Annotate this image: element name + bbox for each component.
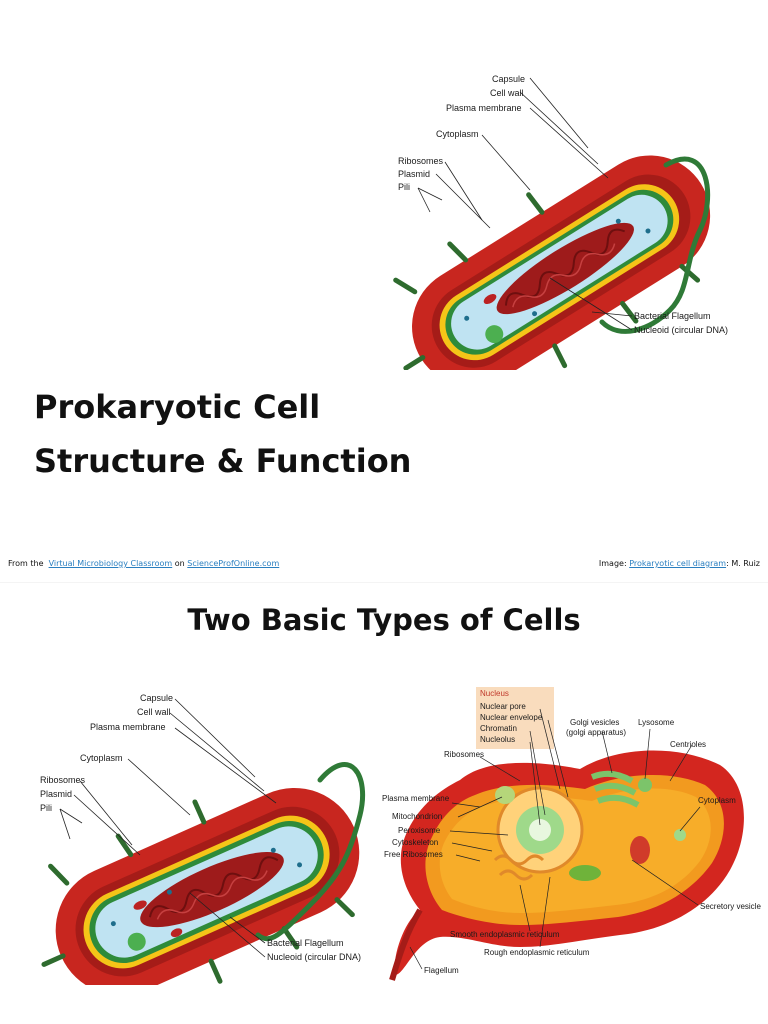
label-flagellum: Flagellum bbox=[424, 966, 459, 975]
credits-right: Image: Prokaryotic cell diagram: M. Ruiz bbox=[599, 559, 760, 568]
label-plasma-membrane: Plasma membrane bbox=[382, 794, 450, 803]
eukaryotic-cell-diagram: Nucleus Nuclear pore Nuclear envelope Ch… bbox=[380, 685, 768, 985]
label-cytoskeleton: Cytoskeleton bbox=[392, 838, 438, 847]
label-free-ribosomes: Free Ribosomes bbox=[384, 850, 443, 859]
title-line-1: Prokaryotic Cell bbox=[34, 388, 321, 426]
label-lysosome: Lysosome bbox=[638, 718, 675, 727]
prokaryotic-cell-diagram-top: Capsule Cell wall Plasma membrane Cytopl… bbox=[370, 60, 750, 370]
label-peroxisome: Peroxisome bbox=[398, 826, 441, 835]
label-cytoplasm: Cytoplasm bbox=[698, 796, 736, 805]
label-nucleolus: Nucleolus bbox=[480, 735, 515, 744]
label-ribosomes: Ribosomes bbox=[444, 750, 484, 759]
label-ribosomes: Ribosomes bbox=[40, 775, 86, 785]
label-capsule: Capsule bbox=[140, 693, 173, 703]
label-golgi-apparatus: (golgi apparatus) bbox=[566, 728, 626, 737]
author-text: : M. Ruiz bbox=[726, 559, 760, 568]
label-plasma-membrane: Plasma membrane bbox=[90, 722, 166, 732]
prokaryotic-diagram-link[interactable]: Prokaryotic cell diagram bbox=[629, 559, 727, 568]
label-pili: Pili bbox=[398, 182, 410, 192]
label-nucleus: Nucleus bbox=[480, 689, 509, 698]
label-bacterial-flagellum: Bacterial Flagellum bbox=[267, 938, 344, 948]
label-plasmid: Plasmid bbox=[398, 169, 430, 179]
label-centrioles: Centrioles bbox=[670, 740, 706, 749]
slide-divider bbox=[0, 582, 768, 583]
label-smooth-er: Smooth endoplasmic reticulum bbox=[450, 930, 560, 939]
label-plasmid: Plasmid bbox=[40, 789, 72, 799]
label-secretory-vesicle: Secretory vesicle bbox=[700, 902, 761, 911]
label-nuclear-envelope: Nuclear envelope bbox=[480, 713, 543, 722]
label-ribosomes: Ribosomes bbox=[398, 156, 444, 166]
label-mitochondrion: Mitochondrion bbox=[392, 812, 442, 821]
scienceprofonline-link[interactable]: ScienceProfOnline.com bbox=[187, 559, 280, 568]
credits-row: From the Virtual Microbiology Classroom … bbox=[0, 559, 768, 575]
prokaryotic-cell-diagram-bottom: Capsule Cell wall Plasma membrane Cytopl… bbox=[20, 685, 390, 985]
label-cell-wall: Cell wall bbox=[490, 88, 524, 98]
credits-left: From the Virtual Microbiology Classroom … bbox=[8, 559, 279, 568]
label-pili: Pili bbox=[40, 803, 52, 813]
label-plasma-membrane: Plasma membrane bbox=[446, 103, 522, 113]
label-nucleoid: Nucleoid (circular DNA) bbox=[634, 325, 728, 335]
label-chromatin: Chromatin bbox=[480, 724, 517, 733]
virtual-microbiology-link[interactable]: Virtual Microbiology Classroom bbox=[48, 559, 173, 568]
title-line-2: Structure & Function bbox=[34, 442, 412, 480]
on-text: on bbox=[174, 559, 185, 568]
slide2-title: Two Basic Types of Cells bbox=[187, 603, 581, 637]
from-text: From the bbox=[8, 559, 44, 568]
image-text: Image: bbox=[598, 559, 627, 568]
label-nuclear-pore: Nuclear pore bbox=[480, 702, 526, 711]
label-cytoplasm: Cytoplasm bbox=[80, 753, 123, 763]
label-cell-wall: Cell wall bbox=[137, 707, 171, 717]
label-cytoplasm: Cytoplasm bbox=[436, 129, 479, 139]
label-golgi-vesicles: Golgi vesicles bbox=[570, 718, 619, 727]
label-bacterial-flagellum: Bacterial Flagellum bbox=[634, 311, 711, 321]
label-capsule: Capsule bbox=[492, 74, 525, 84]
label-rough-er: Rough endoplasmic reticulum bbox=[484, 948, 590, 957]
slide1-title: Prokaryotic Cell Structure & Function bbox=[34, 380, 534, 488]
label-nucleoid: Nucleoid (circular DNA) bbox=[267, 952, 361, 962]
